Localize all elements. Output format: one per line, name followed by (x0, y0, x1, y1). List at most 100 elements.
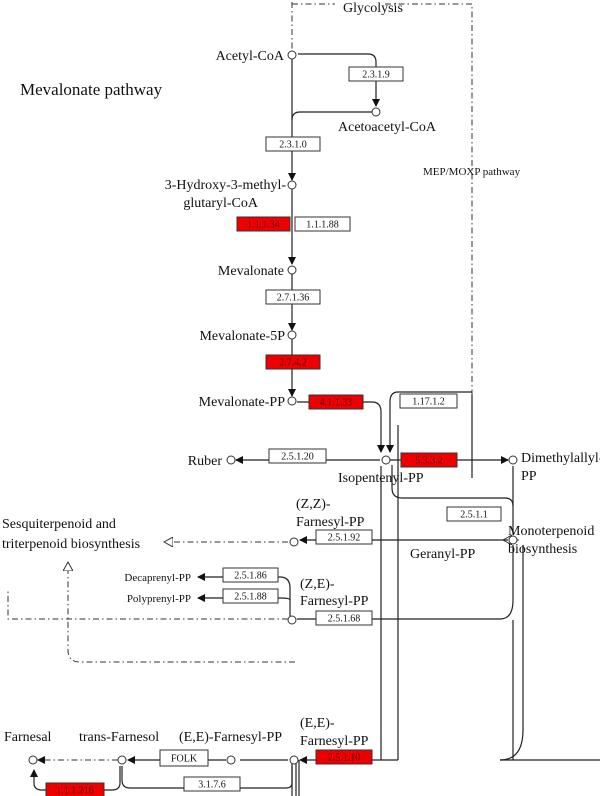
label-mevalonate: Mevalonate (218, 264, 284, 279)
enzyme-folk[interactable]: FOLK (159, 749, 209, 767)
enzyme-2-7-1-36[interactable]: 2.7.1.36 (265, 289, 321, 305)
enzyme-1-17-1-2[interactable]: 1.17.1.2 (399, 393, 458, 409)
label-sesquiterpenoid-2: triterpenoid biosynthesis (2, 537, 140, 552)
enzyme-1-1-1-216[interactable]: 1.1.1.216 (45, 782, 105, 796)
label-monoterpenoid-1: Monoterpenoid (508, 524, 594, 539)
edge-ze-polyprenyl (197, 594, 291, 602)
edge-ze-decaprenyl (197, 573, 291, 617)
enzyme-box (265, 354, 321, 370)
node-ruber[interactable] (226, 455, 236, 465)
labels: Mevalonate pathway Glycolysis Acetyl-CoA… (2, 1, 600, 749)
node-mevalonate-pp[interactable] (287, 396, 297, 406)
enzyme-box (265, 289, 321, 305)
compound-nodes (28, 50, 518, 765)
enzyme-box (294, 216, 351, 232)
label-isopentenyl-pp: Isopentenyl-PP (338, 471, 424, 486)
node-geranyl-pp[interactable] (508, 535, 518, 545)
enzyme-box (315, 749, 373, 765)
node-isopentenyl-pp[interactable] (381, 455, 391, 465)
enzyme-2-3-1-0[interactable]: 2.3.1.0 (265, 136, 321, 152)
edge-geranyl-ze (297, 545, 514, 620)
label-ze-farnesyl-1: (Z,E)- (300, 577, 335, 592)
enzyme-label: 2.3.1.0 (279, 140, 307, 151)
label-zz-farnesyl-2: Farnesyl-PP (296, 515, 365, 530)
enzyme-2-7-4-2[interactable]: 2.7.4.2 (265, 354, 321, 370)
node-ee-farnesyl-pp-inline[interactable] (226, 755, 236, 765)
enzyme-label: 1.1.1.88 (306, 220, 339, 231)
label-ze-farnesyl-2: Farnesyl-PP (300, 594, 369, 609)
label-decaprenyl-pp: Decaprenyl-PP (124, 572, 191, 584)
node-mevalonate-5p[interactable] (287, 330, 297, 340)
enzyme-box (315, 610, 373, 626)
enzyme-box (399, 393, 458, 409)
label-ee-farnesyl-2: Farnesyl-PP (300, 734, 369, 749)
enzyme-2-5-1-92[interactable]: 2.5.1.92 (315, 529, 373, 545)
node-ee-farnesyl-pp[interactable] (289, 755, 299, 765)
label-zz-farnesyl-1: (Z,Z)- (296, 497, 331, 512)
enzyme-1-1-1-34[interactable]: 1.1.1.34 (236, 216, 291, 232)
enzyme-label: 2.7.4.2 (279, 358, 307, 369)
node-trans-farnesol[interactable] (117, 755, 127, 765)
enzyme-box (159, 749, 209, 767)
enzyme-box (348, 66, 404, 82)
label-mevalonate-pp: Mevalonate-PP (199, 395, 286, 410)
edge-ee-sesqui (68, 562, 295, 663)
label-dimethylallyl-1: Dimethylallyl- (521, 451, 600, 466)
edge-ipp-geranyl (391, 465, 514, 507)
enzyme-5-3-3-2[interactable]: 5.3.3.2 (400, 452, 458, 468)
edge-geranyl-ee (499, 545, 524, 761)
enzyme-box (183, 776, 241, 792)
enzyme-2-5-1-1[interactable]: 2.5.1.1 (446, 506, 502, 522)
enzyme-2-5-1-88[interactable]: 2.5.1.88 (222, 588, 279, 604)
label-ruber: Ruber (188, 454, 223, 469)
enzyme-label: 1.17.1.2 (412, 397, 445, 408)
label-glycolysis: Glycolysis (343, 1, 403, 16)
enzyme-4-1-1-33[interactable]: 4.1.1.33 (308, 394, 364, 410)
enzyme-3-1-7-6[interactable]: 3.1.7.6 (183, 776, 241, 792)
label-polyprenyl-pp: Polyprenyl-PP (127, 593, 191, 605)
enzyme-box (315, 529, 373, 545)
enzyme-box (222, 567, 279, 583)
node-ze-farnesyl-pp[interactable] (287, 615, 297, 625)
enzyme-1-1-1-88[interactable]: 1.1.1.88 (294, 216, 351, 232)
enzyme-box (265, 136, 321, 152)
enzyme-label: 2.5.1.88 (234, 592, 267, 603)
enzyme-boxes: 2.3.1.9 2.3.1.0 1.1.1.34 1.1.1.88 2.7.1.… (45, 66, 502, 796)
mep-link (385, 3, 473, 395)
enzyme-box (268, 448, 327, 464)
enzyme-label: FOLK (171, 754, 198, 765)
enzyme-2-3-1-9[interactable]: 2.3.1.9 (348, 66, 404, 82)
label-farnesal: Farnesal (4, 730, 52, 745)
label-dimethylallyl-2: PP (521, 469, 537, 484)
enzyme-2-5-1-10[interactable]: 2.5.1.10 (315, 749, 373, 765)
enzyme-box (400, 452, 458, 468)
node-hmg-coa[interactable] (287, 180, 297, 190)
enzyme-2-5-1-68[interactable]: 2.5.1.68 (315, 610, 373, 626)
enzyme-label: 2.5.1.20 (281, 452, 314, 463)
enzyme-box (222, 588, 279, 604)
edge-acetoacetyl-main (291, 111, 372, 121)
label-mep-pathway: MEP/MOXP pathway (423, 166, 521, 178)
edge-ze-left (7, 590, 288, 620)
node-acetoacetyl-coa[interactable] (371, 107, 381, 117)
enzyme-2-5-1-86[interactable]: 2.5.1.86 (222, 567, 279, 583)
enzyme-label: 2.3.1.9 (362, 70, 390, 81)
edges (7, 2, 600, 796)
enzyme-box (446, 506, 502, 522)
edge-acetyl-acetoacetyl (298, 53, 380, 107)
node-acetyl-coa[interactable] (287, 50, 297, 60)
node-dimethylallyl-pp[interactable] (508, 455, 518, 465)
enzyme-label: 2.5.1.68 (328, 614, 361, 625)
enzyme-label: 2.7.1.36 (277, 293, 310, 304)
enzyme-2-5-1-20[interactable]: 2.5.1.20 (268, 448, 327, 464)
enzyme-box (308, 394, 364, 410)
edge-mep-ipp (386, 391, 472, 453)
enzyme-label: 2.5.1.10 (328, 753, 361, 764)
label-geranyl-pp: Geranyl-PP (410, 547, 476, 562)
node-mevalonate[interactable] (287, 265, 297, 275)
label-mevalonate-5p: Mevalonate-5P (199, 329, 285, 344)
label-ee-farnesyl-1: (E,E)- (300, 716, 335, 731)
node-zz-farnesyl-pp[interactable] (289, 537, 299, 547)
node-farnesal[interactable] (28, 755, 38, 765)
